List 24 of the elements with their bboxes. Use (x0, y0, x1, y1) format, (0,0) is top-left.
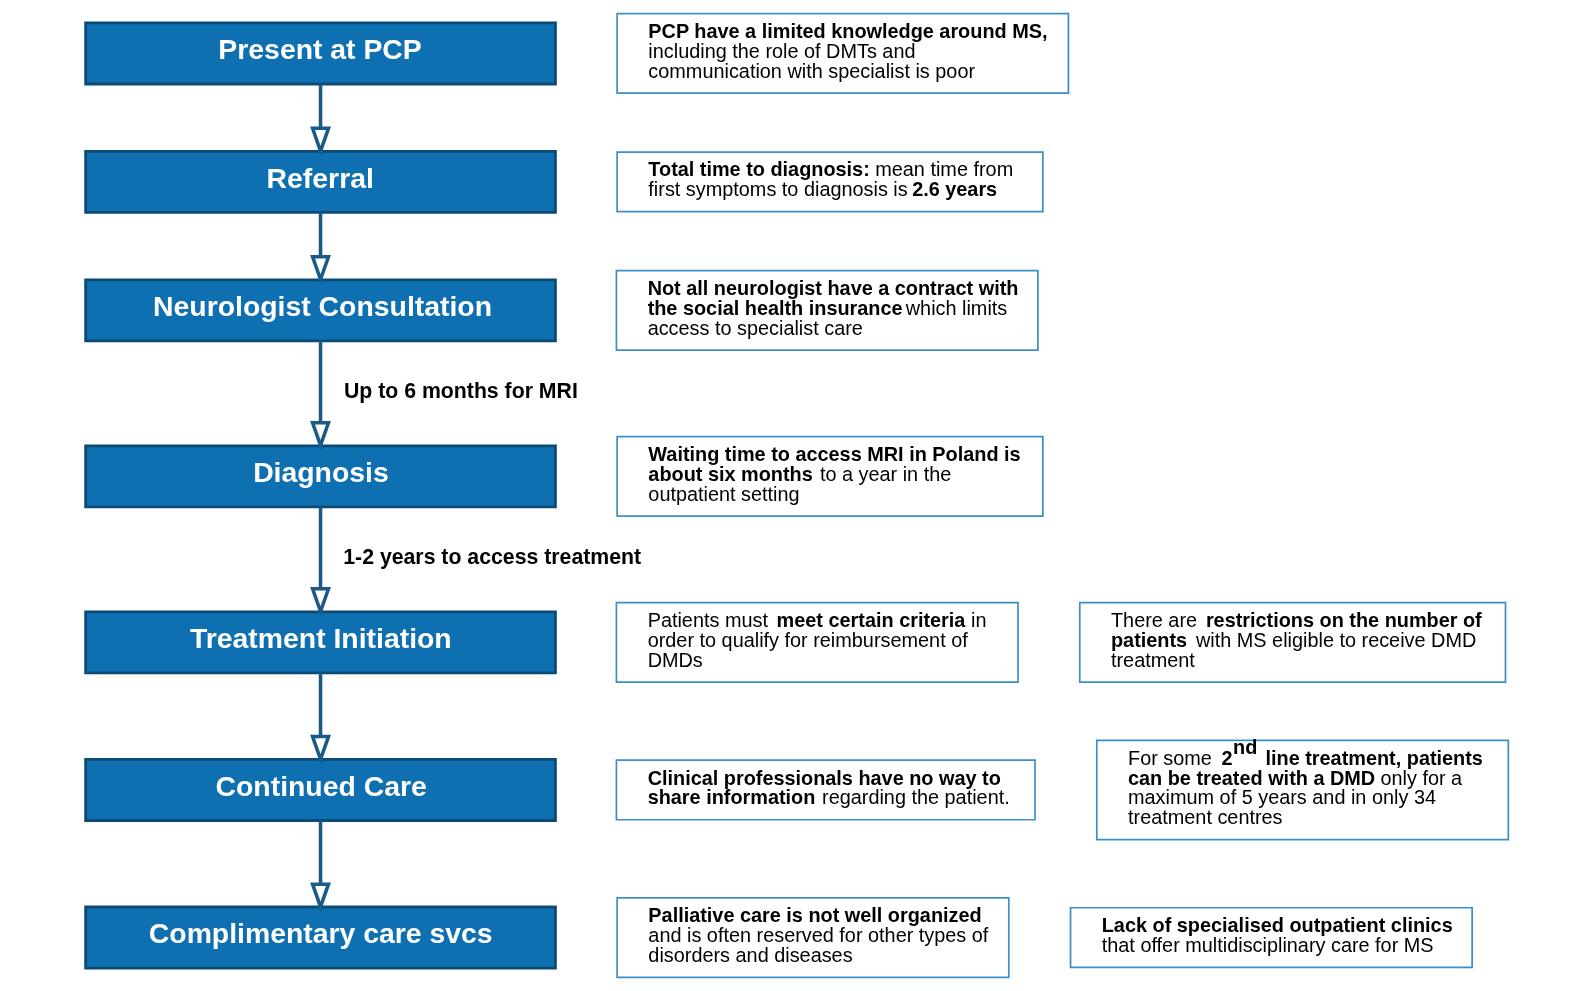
arrow (310, 212, 331, 285)
arrow (310, 506, 331, 617)
node-box: Total time to diagnosis: mean time from first symptoms to diagnosis is 2.6 years (616, 151, 1044, 213)
node-box: Present at PCP (84, 21, 557, 86)
arrow (310, 820, 331, 913)
node-box: Palliative care is not well organized and is often reserved for other types of disorders and diseases (616, 896, 1010, 979)
node-box: Continued Care (84, 758, 557, 822)
node-box: Lack of specialised outpatient clinics that offer multidisciplinary care for MS (1069, 906, 1473, 969)
node-box: Patients must meet certain criteria in order to qualify for reimbursement of DMDs (615, 601, 1019, 683)
node-box: Diagnosis (84, 444, 557, 509)
node-box: Complimentary care svcs (84, 905, 557, 970)
node-box: Not all neurologist have a contract with the social health insurance which limits access to specialist care (615, 269, 1039, 351)
edge-label: 1-2 years to access treatment (343, 544, 642, 569)
arrow (310, 673, 331, 765)
node-box: Clinical professionals have no way to share information regarding the patient. (615, 759, 1036, 821)
edge-label: Up to 6 months for MRI (343, 378, 578, 403)
node-box: Treatment Initiation (84, 610, 557, 675)
node-box: Neurologist Consultation (84, 278, 557, 343)
node-box: Referral (84, 149, 557, 214)
node-box: PCP have a limited knowledge around MS, including the role of DMTs and communication with specialist is poor (616, 12, 1070, 95)
node-box: Waiting time to access MRI in Poland is about six months to a year in the outpatient setting (616, 435, 1044, 517)
node-box: There are restrictions on the number of patients with MS eligible to receive DMD treatment (1078, 601, 1507, 683)
arrow (310, 340, 331, 451)
arrow (310, 84, 331, 157)
